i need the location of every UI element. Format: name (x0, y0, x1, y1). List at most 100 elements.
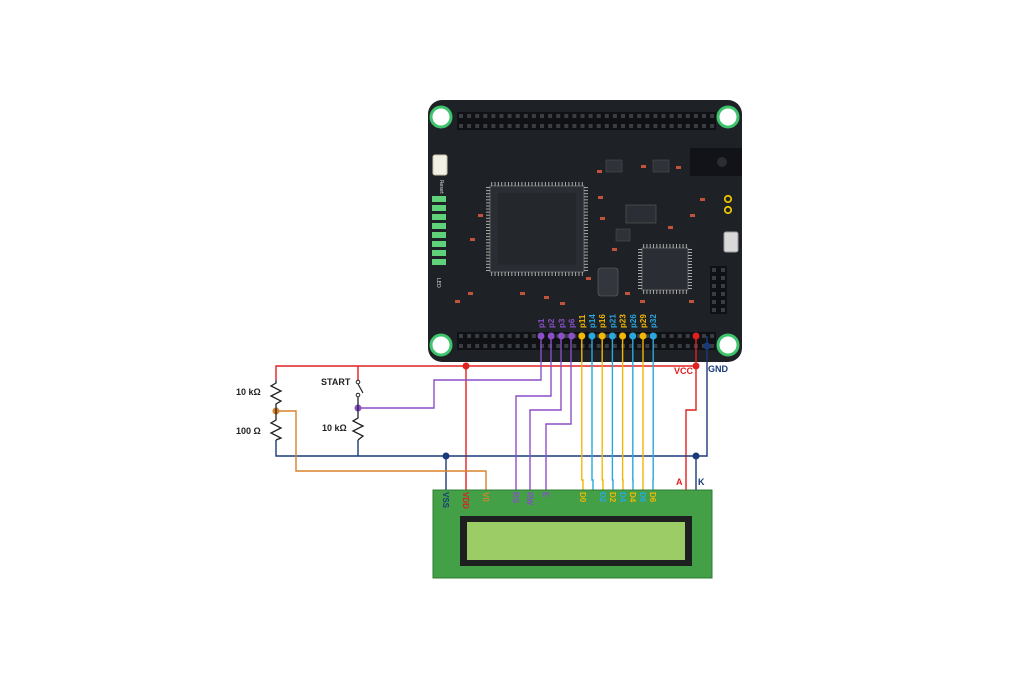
side-header-pin (712, 268, 716, 272)
bottom-header-pin (637, 344, 642, 348)
top-header-pin (588, 114, 593, 118)
bottom-header-pin (556, 344, 561, 348)
usb-port (723, 231, 739, 253)
secondary-chip (638, 244, 692, 294)
smd-part (468, 292, 473, 295)
smd-part (640, 300, 645, 303)
lcd-pin-label-vss: VSS (441, 492, 450, 509)
top-header-pin (515, 124, 520, 128)
smd-part (478, 214, 483, 217)
top-header-pin (499, 124, 504, 128)
bottom-header-pin (531, 344, 536, 348)
top-header-pin (596, 114, 601, 118)
led-1 (432, 196, 446, 202)
lcd-pin-label-d2: D2 (608, 492, 617, 503)
side-header-pin (721, 292, 725, 296)
top-header-pin (604, 124, 609, 128)
oscillator (597, 267, 619, 297)
smd-components (455, 165, 705, 305)
vcc-wire (275, 336, 697, 380)
header-pin-p11 (578, 332, 586, 340)
top-header-pin (531, 124, 536, 128)
bottom-header-pin (483, 344, 488, 348)
bottom-header-pin (515, 334, 520, 338)
top-header-pin (459, 124, 463, 128)
top-header-pin (572, 114, 577, 118)
rw-wire (529, 336, 562, 490)
mount-hole-tr (716, 105, 740, 129)
top-header-pin (491, 124, 496, 128)
top-header (457, 112, 717, 130)
led-5 (432, 232, 446, 238)
side-header-pin (712, 292, 716, 296)
top-header-pin (669, 124, 674, 128)
flash-chip (625, 204, 657, 224)
data-wire (611, 336, 614, 490)
resistor-r2 (269, 411, 283, 441)
bottom-header-pin (685, 344, 690, 348)
top-header-pin (564, 114, 569, 118)
bottom-header-pin (564, 334, 569, 338)
top-header-pin (693, 124, 698, 128)
top-header-pin (612, 124, 617, 128)
bottom-header-pin (459, 334, 463, 338)
top-header-pin (629, 114, 634, 118)
top-header-pin (685, 114, 690, 118)
regulator-2 (652, 159, 670, 173)
start-switch[interactable] (355, 379, 364, 408)
bottom-header-pin (467, 334, 472, 338)
top-header-pin (588, 124, 593, 128)
top-header-pin (661, 124, 666, 128)
power-pin-minus (723, 205, 733, 215)
e-wire (545, 336, 572, 490)
reset-button[interactable] (432, 154, 448, 176)
bottom-header-pin (491, 344, 496, 348)
top-header-pin (531, 114, 536, 118)
bottom-header-pin (531, 334, 536, 338)
bottom-header-pin (653, 344, 658, 348)
top-header-pin (685, 124, 690, 128)
header-pin-label: p1 (537, 318, 546, 328)
top-header-pin (710, 114, 715, 118)
side-header-pin (712, 308, 716, 312)
top-header-pin (604, 114, 609, 118)
top-header-pin (637, 114, 642, 118)
side-header-pin (712, 284, 716, 288)
header-pin-label: p16 (598, 314, 607, 328)
top-header-pin (621, 114, 625, 118)
bottom-header-pin (523, 344, 528, 348)
top-header-pin (653, 114, 658, 118)
bottom-header-pin (483, 334, 488, 338)
led-4 (432, 223, 446, 229)
backlight-k-label: K (698, 477, 705, 487)
led-3 (432, 214, 446, 220)
start-signal-wire (358, 336, 542, 409)
smd-part (544, 296, 549, 299)
top-header-pin (491, 114, 496, 118)
top-header-pin (483, 114, 488, 118)
top-header-pin (548, 114, 553, 118)
top-header-pin (580, 124, 585, 128)
top-header-pin (596, 124, 601, 128)
smd-part (455, 300, 460, 303)
top-header-pin (556, 114, 561, 118)
top-header-pin (653, 124, 658, 128)
bottom-header-pin (475, 334, 480, 338)
bottom-header-pin (710, 334, 715, 338)
header-pin-p14 (588, 332, 596, 340)
top-header-pin (523, 124, 528, 128)
bottom-header-pin (604, 344, 609, 348)
bottom-header-pin (507, 334, 512, 338)
smd-part (676, 166, 681, 169)
top-header-pin (637, 124, 642, 128)
fpga-board: Reset LED (428, 100, 742, 362)
smd-part (598, 196, 603, 199)
junction-vcc-vdd (462, 362, 470, 370)
led-array (432, 196, 446, 265)
smd-part (668, 226, 673, 229)
side-header-pin (721, 308, 725, 312)
gnd-wire (275, 336, 708, 457)
top-header-pin (540, 114, 544, 118)
top-header-pin (677, 124, 682, 128)
